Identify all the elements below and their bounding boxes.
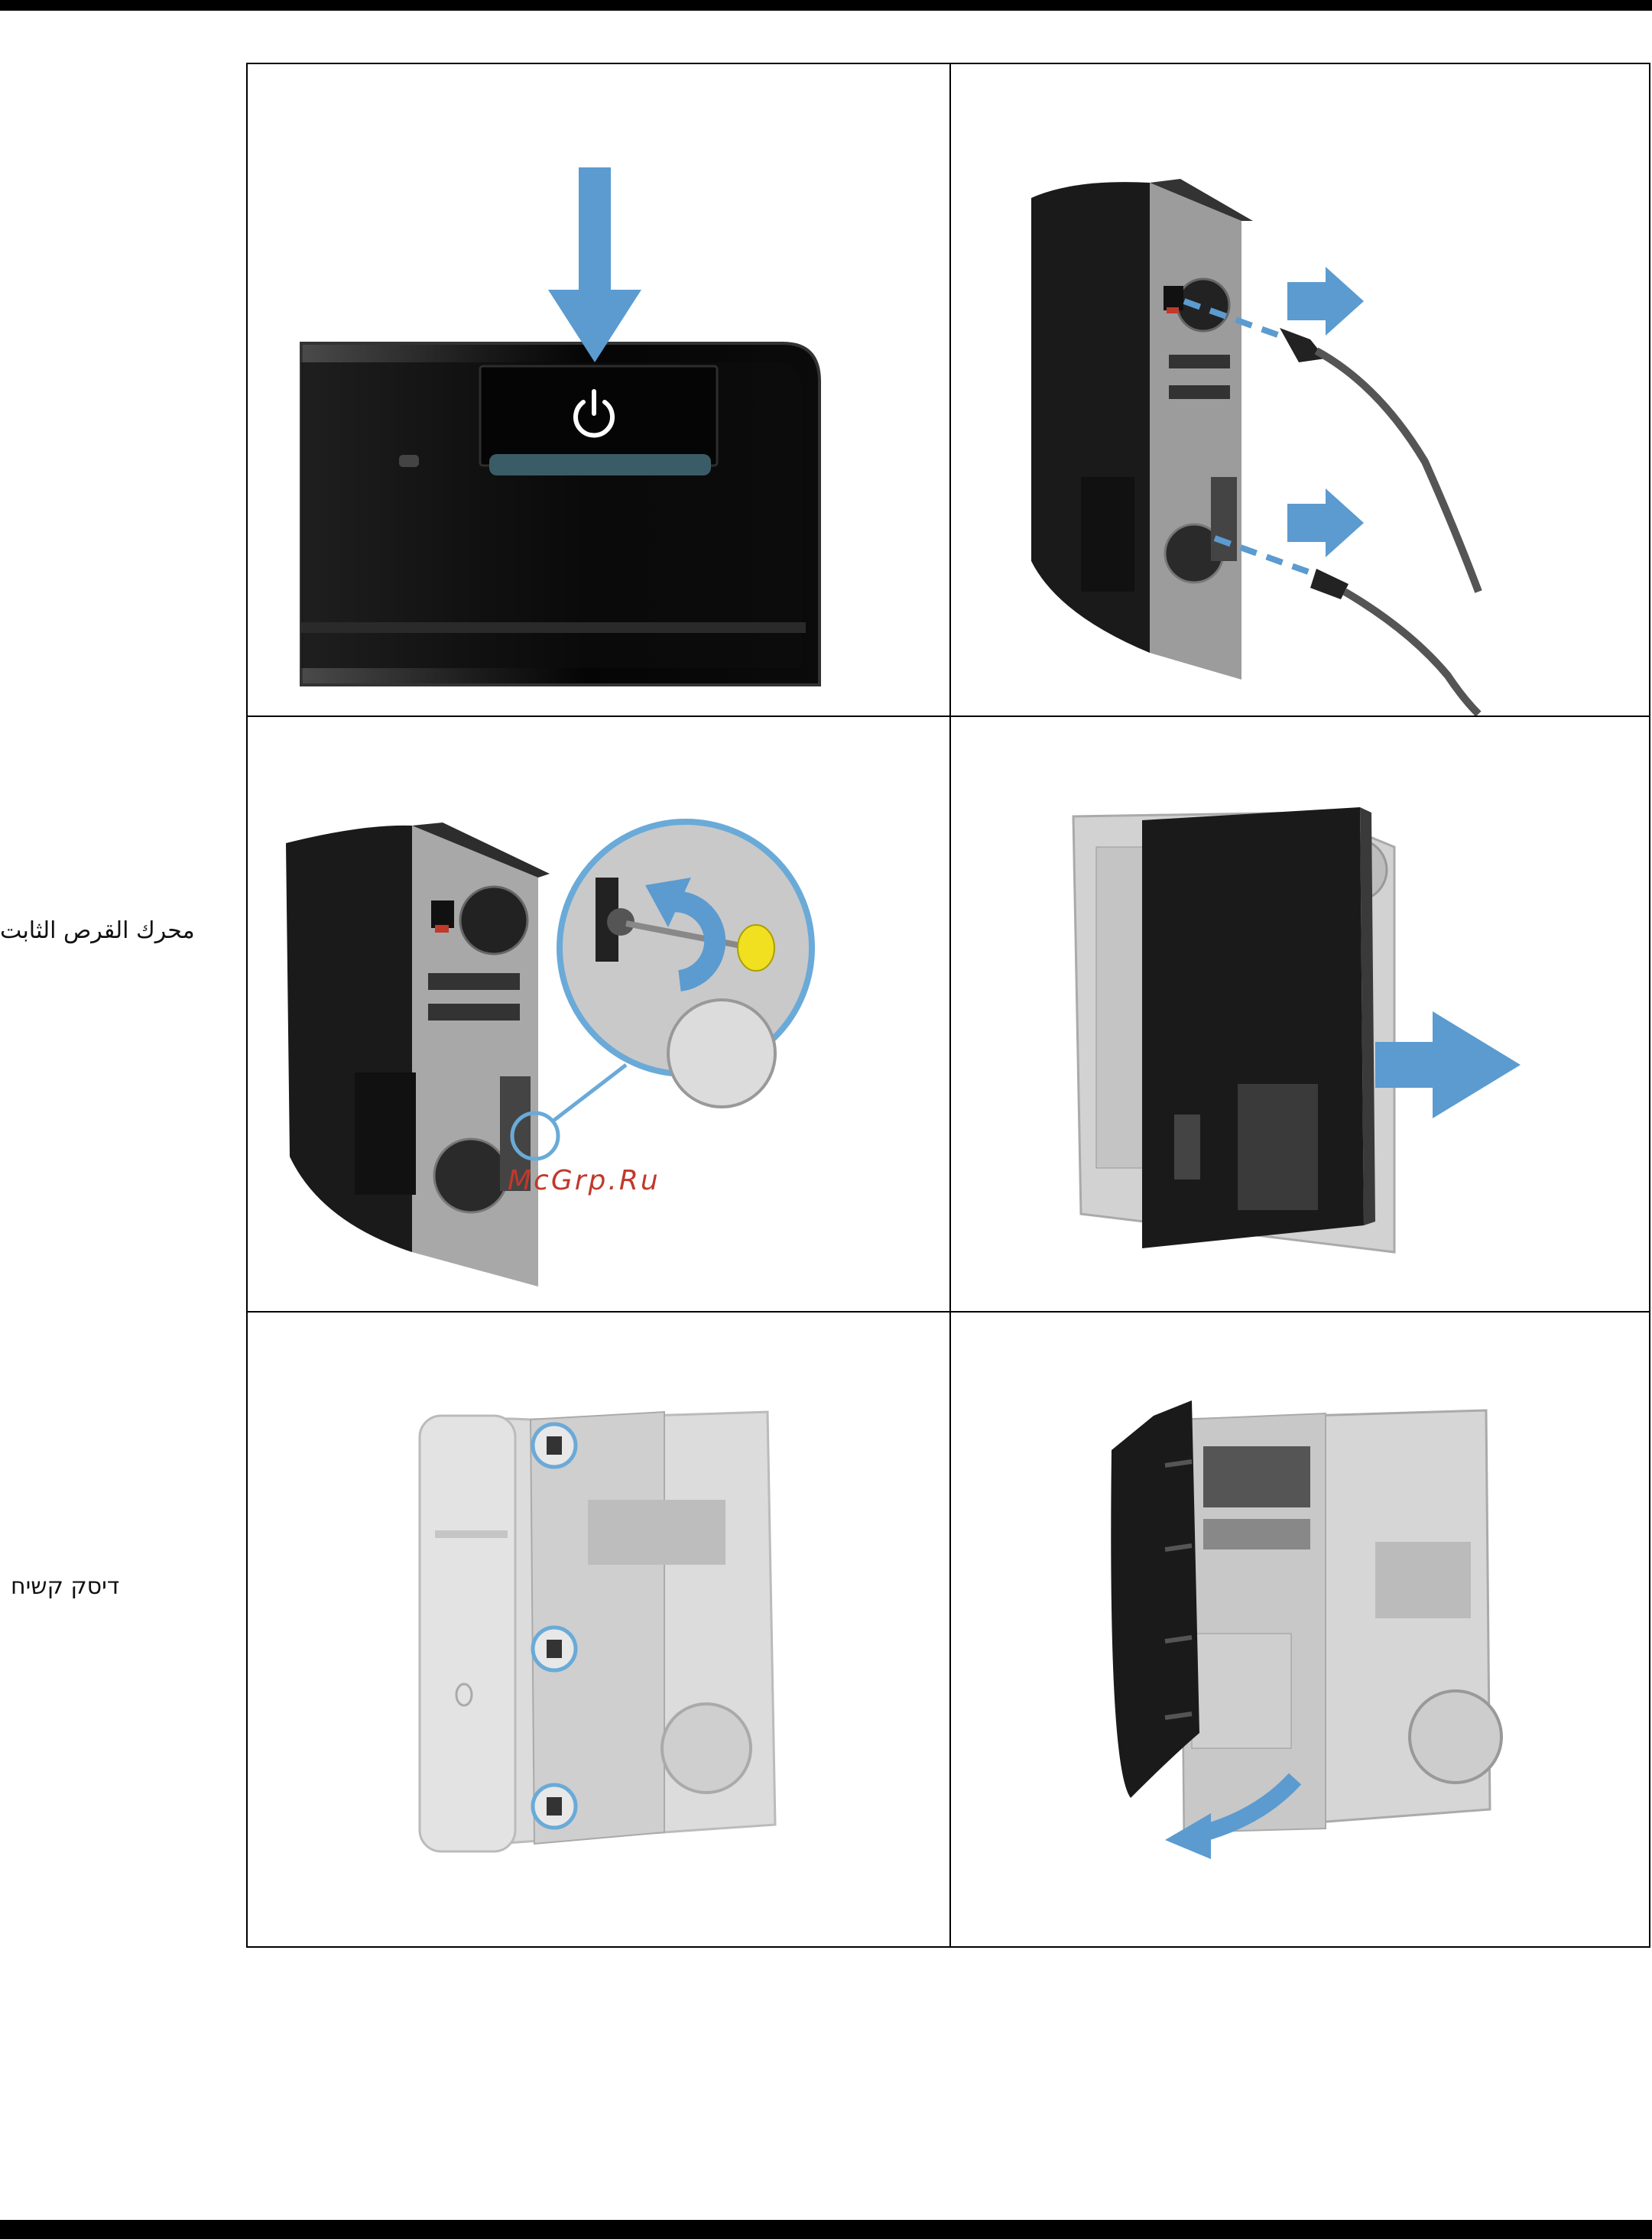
step-power-off <box>248 64 949 716</box>
step-remove-screw: McGrp.Ru <box>248 717 949 1311</box>
front-bezel-tabs-icon <box>248 1313 949 1948</box>
unplug-cables-icon <box>951 64 1650 716</box>
remove-thumbscrew-icon <box>248 717 949 1311</box>
instruction-figure-grid: McGrp.Ru <box>246 63 1650 1948</box>
arabic-section-label: محرك القرص الثابت <box>0 917 195 944</box>
bottom-rule <box>0 2220 1652 2239</box>
step-remove-front-bezel <box>951 1313 1650 1948</box>
watermark-text: McGrp.Ru <box>508 1165 660 1196</box>
power-button-press-icon <box>248 64 949 716</box>
step-remove-side-panel <box>951 717 1650 1311</box>
top-rule <box>0 0 1652 11</box>
step-unplug-cables <box>951 64 1650 716</box>
remove-front-bezel-icon <box>951 1313 1650 1948</box>
slide-off-side-panel-icon <box>951 717 1650 1311</box>
hebrew-section-label: דיסק קשיח <box>11 1573 119 1600</box>
step-release-bezel-tabs <box>248 1313 949 1948</box>
column-divider <box>949 64 951 1946</box>
